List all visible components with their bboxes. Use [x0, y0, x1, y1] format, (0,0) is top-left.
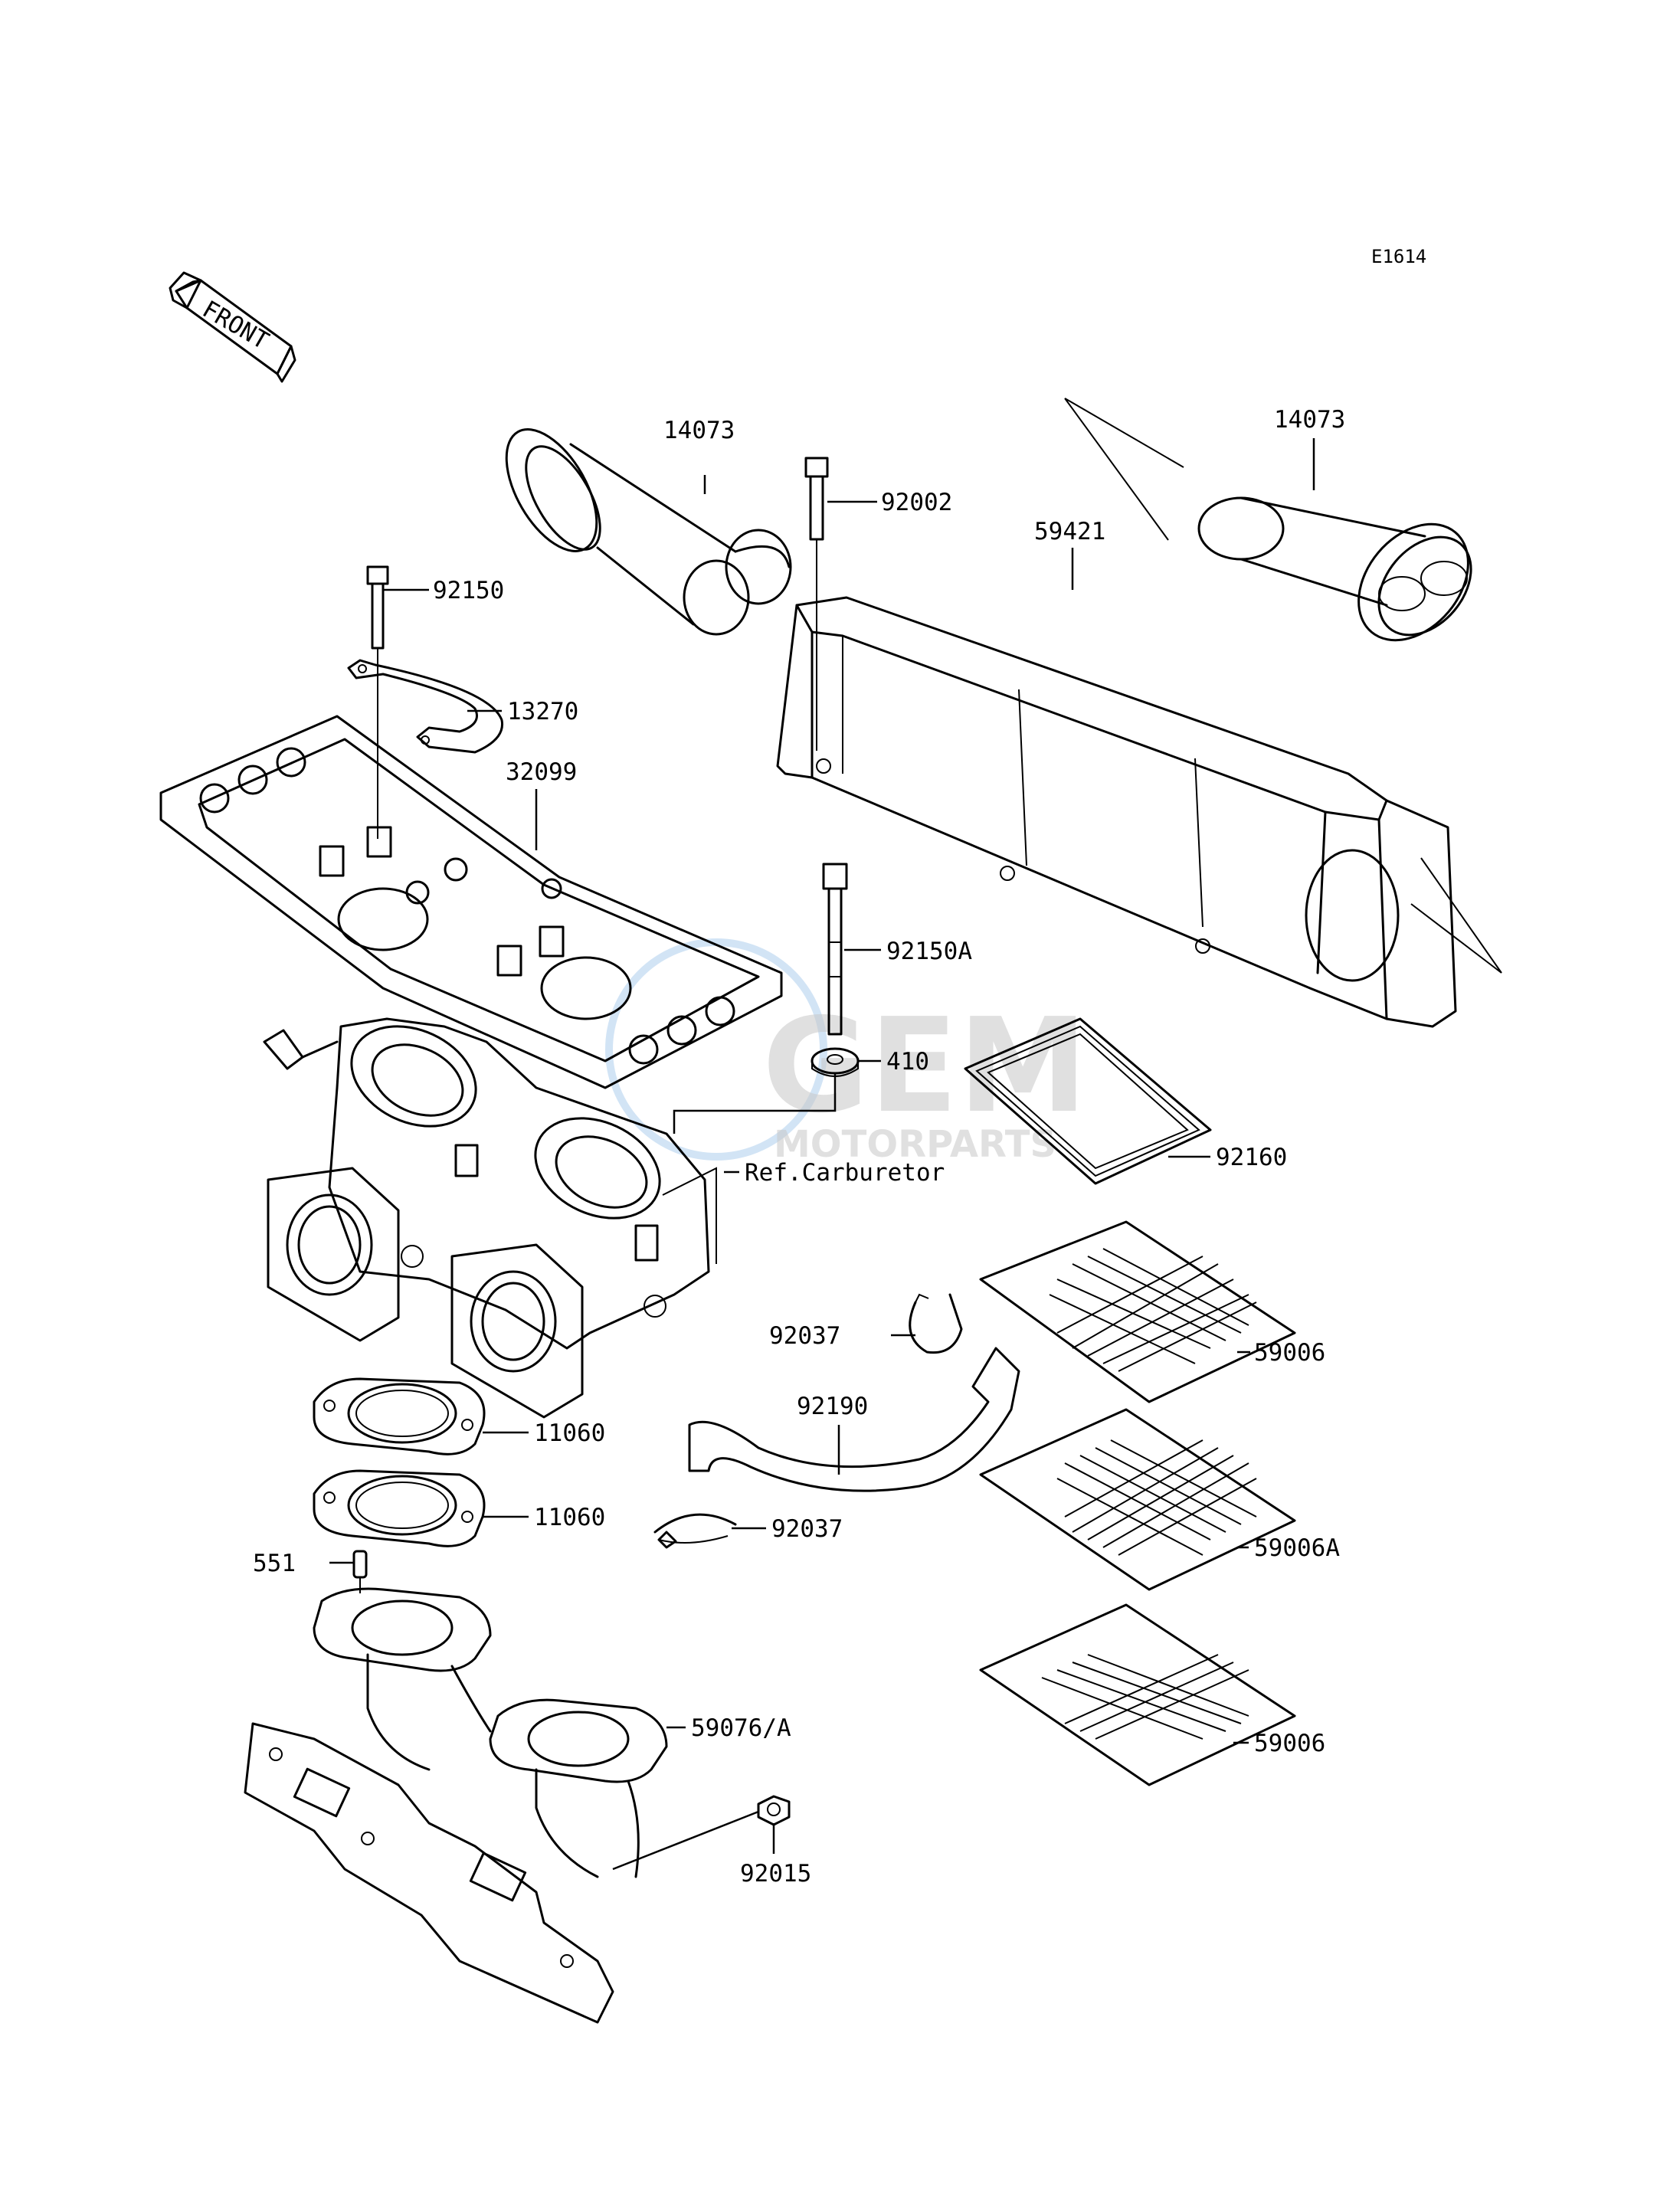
part-label-59006-bottom: 59006: [1254, 1730, 1325, 1757]
part-label-59421: 59421: [1034, 518, 1105, 545]
part-13270-bracket: [347, 659, 504, 754]
part-label-14073-right: 14073: [1274, 406, 1345, 434]
part-11060-gasket-lower: [313, 1469, 486, 1547]
part-92037-clamp-lower: [653, 1513, 737, 1549]
part-label-92160: 92160: [1216, 1144, 1287, 1171]
part-92015-nut: [757, 1795, 791, 1826]
part-92190-hose: [688, 1347, 1020, 1492]
part-label-92002: 92002: [881, 489, 952, 516]
part-carburetor: [263, 1017, 717, 1419]
part-92160-gasket: [964, 1017, 1212, 1185]
part-label-410: 410: [886, 1048, 929, 1076]
watermark-brand: GEM: [762, 990, 1088, 1142]
part-label-59076-A: 59076/A: [691, 1714, 791, 1742]
part-14073-left: [505, 428, 792, 636]
part-label-14073-left: 14073: [663, 417, 735, 444]
part-label-11060-lower: 11060: [534, 1504, 605, 1531]
part-label-13270: 13270: [507, 698, 578, 725]
part-59421-airbox: [776, 596, 1502, 1028]
part-92037-clamp-upper: [909, 1293, 963, 1354]
part-551-pin: [352, 1550, 368, 1593]
part-label-92190: 92190: [797, 1393, 868, 1420]
part-label-92015: 92015: [740, 1860, 811, 1888]
part-label-92150A: 92150A: [886, 938, 972, 965]
part-label-11060-upper: 11060: [534, 1419, 605, 1447]
watermark: GEM MOTORPARTS: [605, 938, 1088, 1166]
watermark-sub: MOTORPARTS: [774, 1123, 1056, 1166]
part-59006-screen-top: [979, 1220, 1296, 1403]
part-label-ref-carburetor: Ref.Carburetor: [745, 1159, 945, 1187]
part-label-92037-lower: 92037: [771, 1515, 843, 1543]
part-92002-bolt: [804, 457, 829, 751]
leader-lines: [329, 438, 1315, 1871]
part-59006A-screen: [979, 1408, 1296, 1591]
part-59006-screen-bottom: [979, 1603, 1296, 1786]
part-59076-manifold: [244, 1587, 668, 2024]
part-label-32099: 32099: [506, 758, 577, 786]
part-92150A-bolt: [822, 863, 848, 1036]
part-label-551: 551: [253, 1550, 296, 1577]
part-92150-bolt: [366, 565, 389, 839]
part-label-59006A: 59006A: [1254, 1534, 1340, 1562]
part-label-92150: 92150: [433, 577, 504, 604]
part-32099-plate: [159, 715, 783, 1089]
part-label-92037-upper: 92037: [769, 1322, 840, 1350]
part-14073-right: [1064, 398, 1472, 642]
part-label-59006-top: 59006: [1254, 1339, 1325, 1367]
front-arrow-icon: FRONT: [169, 271, 296, 383]
part-11060-gasket-upper: [313, 1377, 486, 1455]
part-labels: 14073 92002 14073 92150 59421 13270 3209…: [253, 406, 1345, 1888]
diagram-code: E1614: [1371, 246, 1426, 267]
